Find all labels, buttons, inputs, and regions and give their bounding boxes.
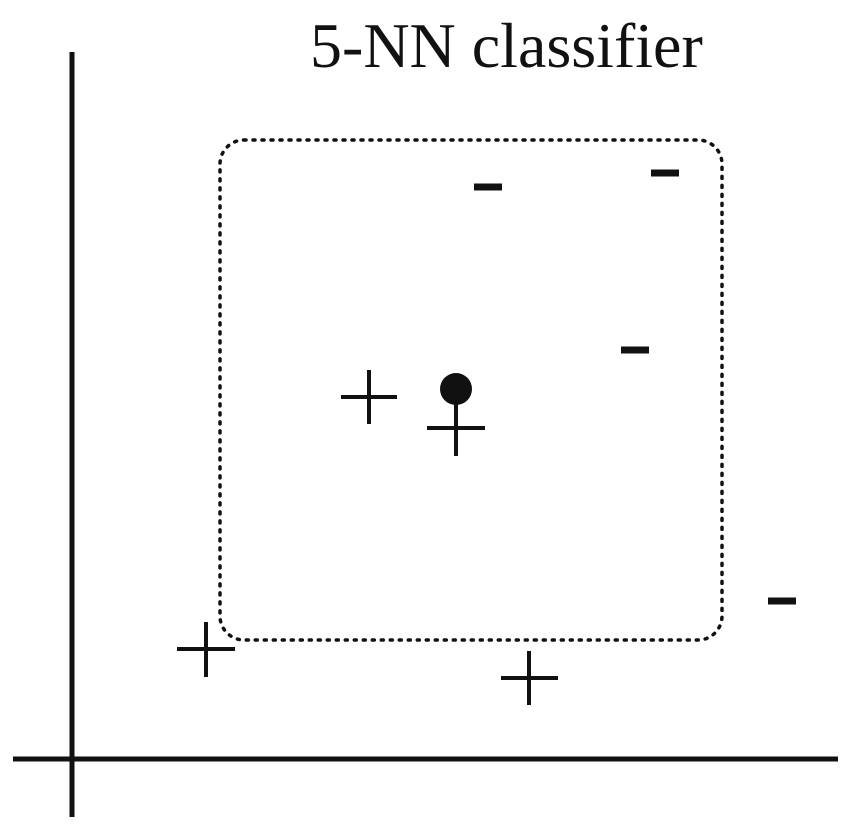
- plus-marker: [501, 651, 558, 705]
- plus-marker: [427, 400, 485, 456]
- plus-marker: [341, 370, 397, 424]
- query-point: [440, 373, 472, 405]
- diagram-title: 5-NN classifier: [310, 10, 703, 81]
- neighborhood-boundary: [218, 138, 724, 642]
- plus-marker: [177, 622, 235, 677]
